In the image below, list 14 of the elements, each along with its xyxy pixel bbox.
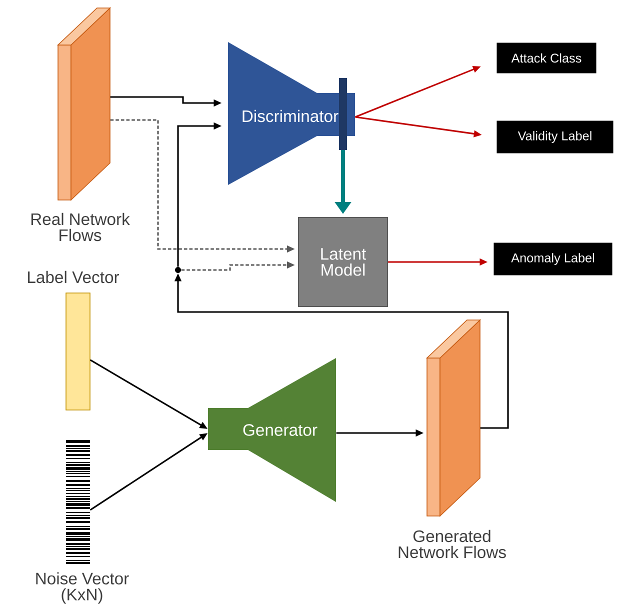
generator-trapezoid: Generator (208, 358, 336, 502)
node-label: Real Network Flows (31, 212, 130, 242)
node-label: Noise Vector (KxN) (36, 572, 129, 604)
output-box: Attack Class (496, 42, 596, 74)
latent-model-box: Latent Model (298, 216, 388, 308)
noise-vector-bar: Noise Vector (KxN) (36, 440, 129, 604)
output-box: Validity Label (496, 120, 614, 154)
network-flow-slab: Real Network Flows (31, 7, 130, 242)
node-label: Label Vector (28, 270, 120, 284)
label-vector-bar: Label Vector (28, 270, 120, 410)
node-label: Generated Network Flows (398, 530, 506, 558)
output-box: Anomaly Label (494, 242, 612, 276)
discriminator-trapezoid: Discriminator (228, 42, 355, 185)
network-flow-slab: Generated Network Flows (398, 319, 506, 558)
